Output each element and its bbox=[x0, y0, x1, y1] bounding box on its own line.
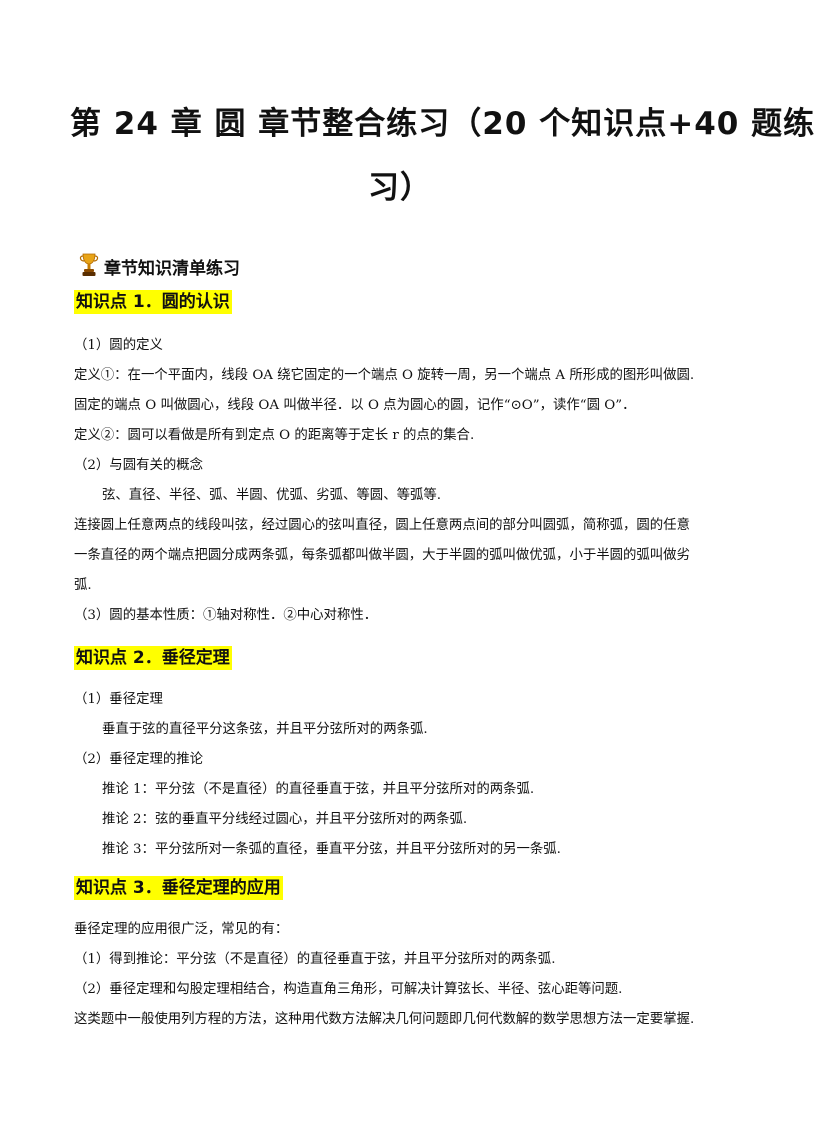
kp1-line: （3）圆的基本性质：①轴对称性．②中心对称性． bbox=[74, 608, 378, 623]
kp1-heading: 知识点 1．圆的认识 bbox=[74, 290, 232, 314]
kp2-line: （2）垂径定理的推论 bbox=[74, 752, 204, 767]
kp1-line: （1）圆的定义 bbox=[74, 338, 163, 353]
page-title-line-1: 第 24 章 圆 章节整合练习（20 个知识点+40 题练 bbox=[70, 106, 815, 142]
kp1-line: 定义①：在一个平面内，线段 OA 绕它固定的一个端点 O 旋转一周，另一个端点 … bbox=[74, 368, 695, 383]
kp3-line: 垂径定理的应用很广泛，常见的有： bbox=[74, 922, 289, 937]
kp3-heading: 知识点 3．垂径定理的应用 bbox=[74, 876, 283, 900]
kp1-line: 固定的端点 O 叫做圆心，线段 OA 叫做半径．以 O 点为圆心的圆，记作“⊙O… bbox=[74, 398, 636, 413]
kp1-line: 一条直径的两个端点把圆分成两条弧，每条弧都叫做半圆，大于半圆的弧叫做优弧，小于半… bbox=[74, 548, 690, 563]
kp1-line: 连接圆上任意两点的线段叫弦，经过圆心的弦叫直径，圆上任意两点间的部分叫圆弧，简称… bbox=[74, 518, 690, 533]
kp1-line: 定义②：圆可以看做是所有到定点 O 的距离等于定长 r 的点的集合. bbox=[74, 428, 475, 443]
kp2-line: （1）垂径定理 bbox=[74, 692, 163, 707]
kp3-line: 这类题中一般使用列方程的方法，这种用代数方法解决几何问题即几何代数解的数学思想方… bbox=[74, 1012, 695, 1027]
kp2-line: 垂直于弦的直径平分这条弦，并且平分弦所对的两条弧. bbox=[102, 722, 428, 737]
kp1-line: （2）与圆有关的概念 bbox=[74, 458, 204, 473]
page-title-line-2: 习） bbox=[368, 170, 432, 206]
section-heading: 章节知识清单练习 bbox=[78, 253, 240, 279]
kp3-line: （1）得到推论：平分弦（不是直径）的直径垂直于弦，并且平分弦所对的两条弧. bbox=[74, 952, 556, 967]
kp2-line: 推论 1：平分弦（不是直径）的直径垂直于弦，并且平分弦所对的两条弧. bbox=[102, 782, 535, 797]
kp2-heading: 知识点 2．垂径定理 bbox=[74, 646, 232, 670]
kp2-line: 推论 2：弦的垂直平分线经过圆心，并且平分弦所对的两条弧. bbox=[102, 812, 468, 827]
kp1-line: 弦、直径、半径、弧、半圆、优弧、劣弧、等圆、等弧等. bbox=[102, 488, 442, 503]
section-label: 章节知识清单练习 bbox=[104, 259, 240, 279]
kp1-line: 弧. bbox=[74, 578, 92, 593]
trophy-icon bbox=[79, 253, 99, 276]
kp2-line: 推论 3：平分弦所对一条弧的直径，垂直平分弦，并且平分弦所对的另一条弧. bbox=[102, 842, 561, 857]
kp3-line: （2）垂径定理和勾股定理相结合，构造直角三角形，可解决计算弦长、半径、弦心距等问… bbox=[74, 982, 623, 997]
